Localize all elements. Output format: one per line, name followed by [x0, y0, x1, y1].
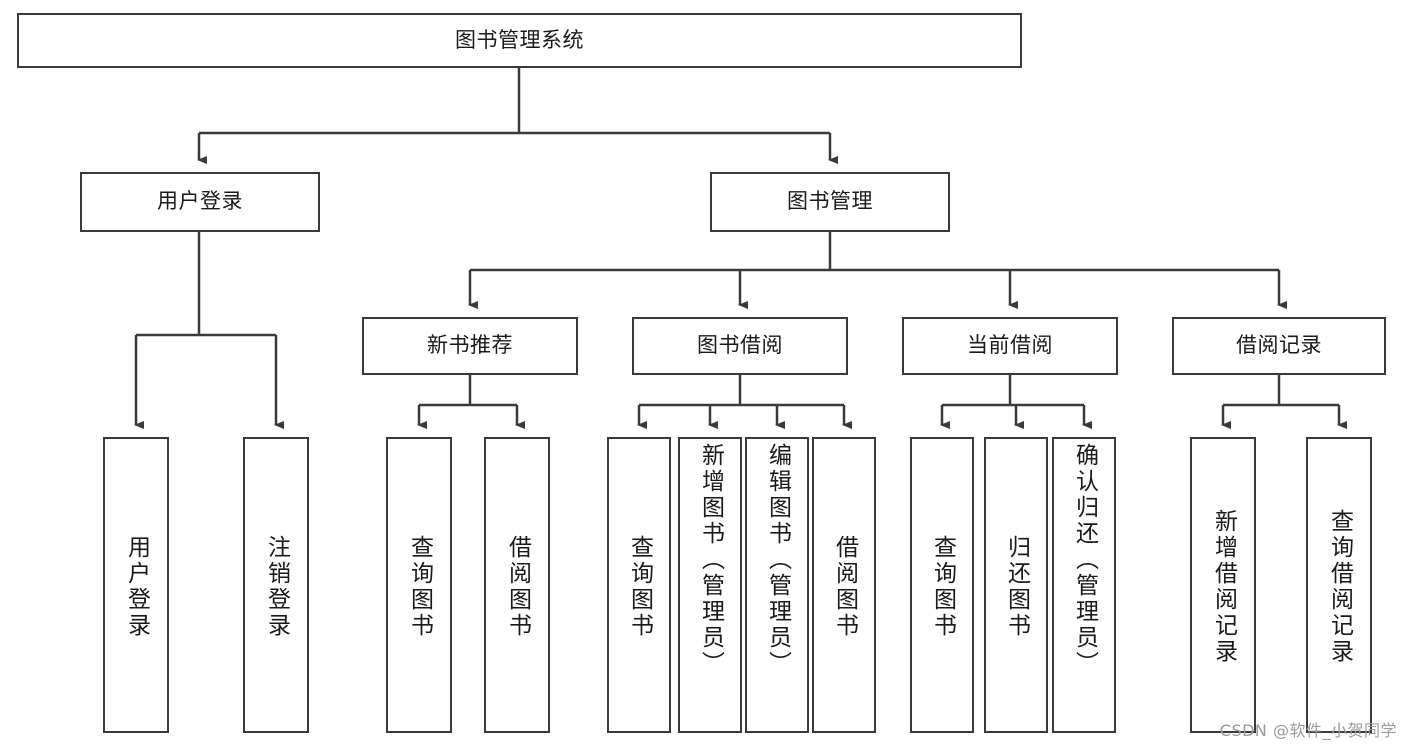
- node-leaf-user-login-label: 用户登录: [123, 535, 150, 639]
- node-leaf-query-book-2[interactable]: 查询图书: [607, 437, 671, 733]
- node-new-book-rec-label: 新书推荐: [427, 333, 513, 358]
- node-book-borrow-label: 图书借阅: [697, 333, 783, 358]
- node-leaf-edit-book[interactable]: 编辑图书（管理员）: [745, 437, 809, 733]
- node-leaf-return-book-label: 归还图书: [1003, 535, 1030, 639]
- node-leaf-add-record[interactable]: 新增借阅记录: [1190, 437, 1256, 733]
- node-leaf-borrow-book-1-label: 借阅图书: [504, 535, 531, 639]
- node-leaf-add-book-label: 新增图书（管理员）: [697, 443, 724, 677]
- node-leaf-query-book-3[interactable]: 查询图书: [910, 437, 974, 733]
- node-leaf-borrow-book-2[interactable]: 借阅图书: [812, 437, 876, 733]
- node-borrow-record-label: 借阅记录: [1236, 333, 1322, 358]
- csdn-watermark: CSDN @软件_小贺同学: [1219, 721, 1397, 740]
- node-leaf-confirm-return[interactable]: 确认归还（管理员）: [1052, 437, 1116, 733]
- node-leaf-query-book-2-label: 查询图书: [626, 535, 653, 639]
- node-leaf-user-login[interactable]: 用户登录: [103, 437, 169, 733]
- node-leaf-logout[interactable]: 注销登录: [243, 437, 309, 733]
- node-borrow-record[interactable]: 借阅记录: [1172, 317, 1386, 375]
- node-book-manage[interactable]: 图书管理: [710, 172, 950, 232]
- node-root-label: 图书管理系统: [455, 27, 584, 52]
- node-leaf-add-record-label: 新增借阅记录: [1210, 509, 1237, 665]
- node-leaf-add-book[interactable]: 新增图书（管理员）: [678, 437, 742, 733]
- node-current-borrow[interactable]: 当前借阅: [902, 317, 1118, 375]
- node-user-login[interactable]: 用户登录: [80, 172, 320, 232]
- node-leaf-logout-label: 注销登录: [263, 535, 290, 639]
- node-leaf-return-book[interactable]: 归还图书: [984, 437, 1048, 733]
- node-leaf-query-book-3-label: 查询图书: [929, 535, 956, 639]
- node-leaf-edit-book-label: 编辑图书（管理员）: [764, 443, 791, 677]
- node-leaf-borrow-book-1[interactable]: 借阅图书: [484, 437, 550, 733]
- node-leaf-query-record-label: 查询借阅记录: [1326, 509, 1353, 665]
- node-current-borrow-label: 当前借阅: [967, 333, 1053, 358]
- node-root[interactable]: 图书管理系统: [17, 13, 1022, 68]
- node-leaf-confirm-return-label: 确认归还（管理员）: [1071, 443, 1098, 677]
- node-book-borrow[interactable]: 图书借阅: [632, 317, 848, 375]
- node-user-login-label: 用户登录: [157, 189, 243, 214]
- node-leaf-borrow-book-2-label: 借阅图书: [831, 535, 858, 639]
- node-leaf-query-book-1-label: 查询图书: [406, 535, 433, 639]
- node-leaf-query-record[interactable]: 查询借阅记录: [1306, 437, 1372, 733]
- node-book-manage-label: 图书管理: [787, 189, 873, 214]
- node-new-book-rec[interactable]: 新书推荐: [362, 317, 578, 375]
- node-leaf-query-book-1[interactable]: 查询图书: [386, 437, 452, 733]
